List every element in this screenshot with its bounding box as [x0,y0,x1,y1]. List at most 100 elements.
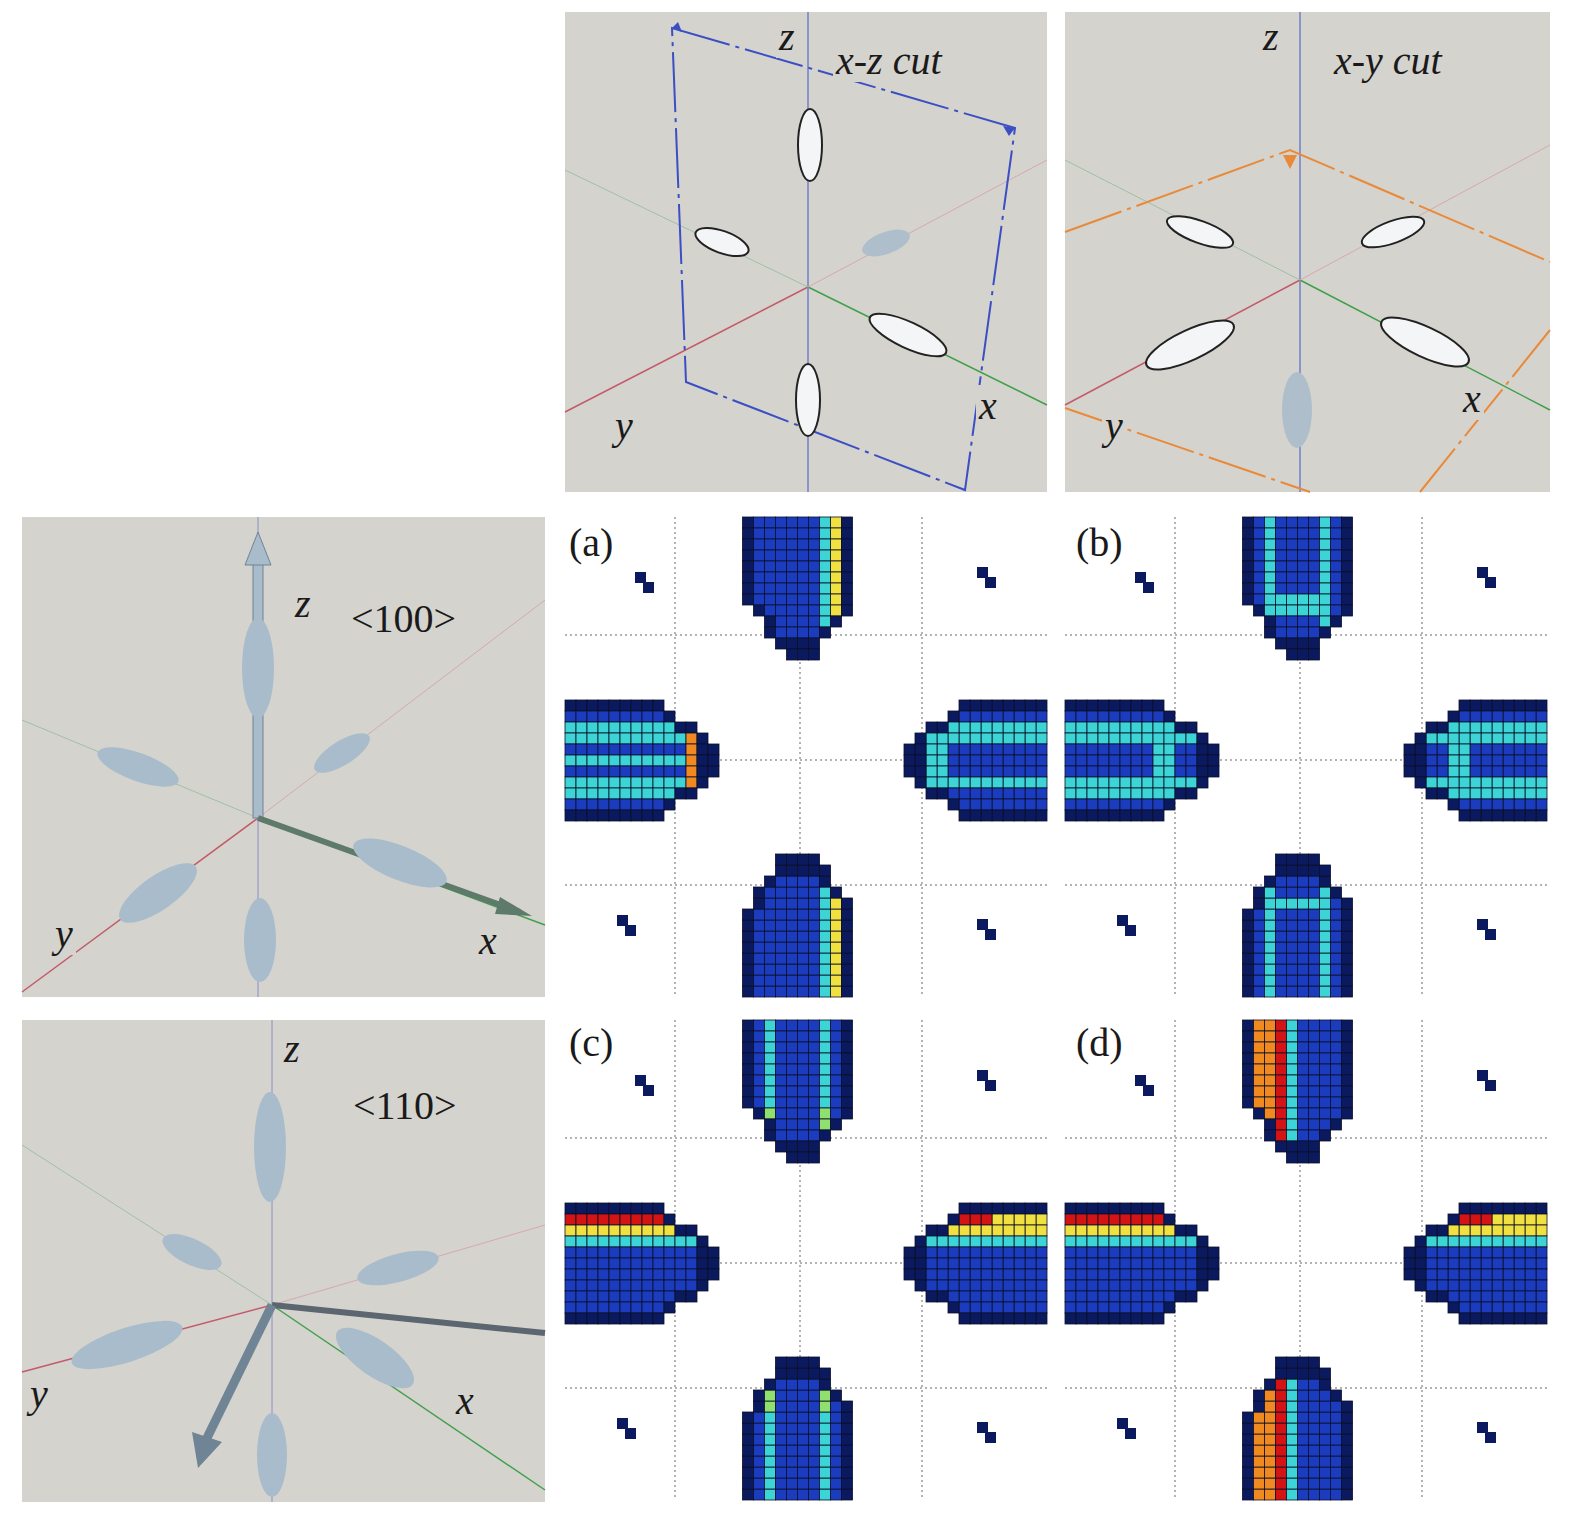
heat-cell [915,755,926,766]
heat-cell [1109,722,1120,733]
heat-cell [765,1042,776,1053]
heat-cell [708,1258,719,1269]
heat-cell [798,942,809,953]
heat-cell [1153,1225,1164,1236]
heat-cell [787,1075,798,1086]
heat-cell [1243,1086,1254,1097]
heat-cell [653,810,664,821]
heat-cell [631,1313,642,1324]
heat-cell [1470,1313,1481,1324]
heat-cell [1243,953,1254,964]
heat-cell [1331,986,1342,997]
heat-cell [809,1086,820,1097]
heat-cell [1426,1236,1437,1247]
heat-speck [985,929,996,940]
heat-cell [1153,733,1164,744]
heat-cell [959,744,970,755]
heat-cell [1342,920,1353,931]
heat-cell [1514,1214,1525,1225]
heat-cell [787,854,798,865]
heat-cell [809,909,820,920]
heat-cell [1265,539,1276,550]
heat-cell [1342,594,1353,605]
heat-cell [1298,1086,1309,1097]
heat-cell [1459,1247,1470,1258]
heat-cell [1287,1020,1298,1031]
heat-cell [1036,1313,1047,1324]
heat-cell [1404,1247,1415,1258]
heat-cell [576,1225,587,1236]
heat-cell [926,744,937,755]
heat-cell [1276,1401,1287,1412]
heat-cell [765,1379,776,1390]
heat-cell [1276,572,1287,583]
heat-cell [1153,722,1164,733]
heat-cell [1525,722,1536,733]
heat-cell [798,1053,809,1064]
heat-cell [1098,1214,1109,1225]
heat-cell [992,1225,1003,1236]
heat-cell [948,1225,959,1236]
heat-cell [1298,942,1309,953]
heat-cell [1265,1020,1276,1031]
heat-cell [981,1258,992,1269]
heat-cell [1342,528,1353,539]
heat-cell [620,810,631,821]
heat-cell [1025,1247,1036,1258]
heat-cell [642,766,653,777]
heat-cell [809,1053,820,1064]
heat-cell [809,1390,820,1401]
heat-cell [1287,1467,1298,1478]
heat-cell [743,583,754,594]
heat-cell [620,711,631,722]
heat-cell [1448,744,1459,755]
heat-cell [904,744,915,755]
heat-cell [1186,744,1197,755]
heat-cell [765,1467,776,1478]
heat-cell [1276,942,1287,953]
heat-cell [1525,1247,1536,1258]
heat-cell [798,1108,809,1119]
heat-cell [798,605,809,616]
heat-cell [1481,1280,1492,1291]
heat-cell [809,898,820,909]
heat-cell [959,1313,970,1324]
heat-cell [1276,1097,1287,1108]
heat-cell [576,1291,587,1302]
heatmap-ground [1065,1020,1550,1500]
heat-cell [1065,755,1076,766]
heat-cell [787,605,798,616]
heat-cell [1287,1412,1298,1423]
heat-cell [1265,986,1276,997]
heat-cell [1276,528,1287,539]
heat-cell [598,1291,609,1302]
heat-cell [609,1291,620,1302]
heat-cell [576,733,587,744]
heat-speck [977,1070,988,1081]
heat-cell [1025,1291,1036,1302]
heat-cell [743,517,754,528]
heat-cell [776,1141,787,1152]
render-panel [22,1020,545,1502]
heat-cell [1087,1214,1098,1225]
heat-cell [820,1434,831,1445]
heat-cell [1309,1152,1320,1163]
heat-cell [1331,1075,1342,1086]
heat-cell [1342,1401,1353,1412]
heat-cell [653,1313,664,1324]
heat-cell [1153,1214,1164,1225]
heat-cell [1076,744,1087,755]
heat-cell [1153,788,1164,799]
heat-cell [1142,788,1153,799]
heat-cell [743,964,754,975]
heat-cell [1186,722,1197,733]
heat-cell [842,539,853,550]
heat-cell [1014,744,1025,755]
heat-cell [1309,1401,1320,1412]
heat-cell [1287,953,1298,964]
heat-cell [1342,539,1353,550]
heat-cell [1276,1478,1287,1489]
heat-cell [743,1478,754,1489]
heat-cell [787,550,798,561]
